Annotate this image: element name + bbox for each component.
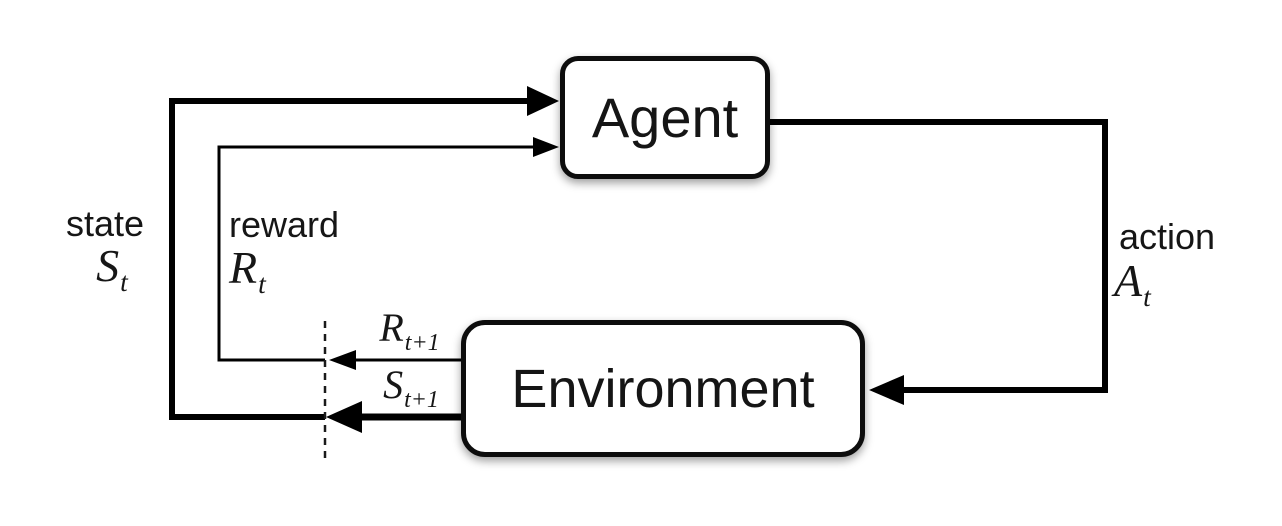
action-symbol: At xyxy=(1114,255,1151,311)
reward-symbol: Rt xyxy=(229,242,266,298)
action-line xyxy=(768,119,1108,393)
action-symbol-base: A xyxy=(1114,255,1143,306)
agent-node-label: Agent xyxy=(591,86,739,149)
next-reward-symbol-base: R xyxy=(379,305,404,350)
reward-loop-line xyxy=(217,145,536,362)
reward-symbol-base: R xyxy=(229,242,258,293)
environment-node: Environment xyxy=(461,320,865,457)
next-state-arrowhead-icon xyxy=(326,401,362,433)
action-label: action xyxy=(1119,216,1216,257)
state-symbol-base: S xyxy=(96,240,120,291)
next-reward-arrowhead-icon xyxy=(329,350,356,370)
agent-node: Agent xyxy=(560,56,770,179)
next-reward-symbol-subscript: t+1 xyxy=(404,330,440,356)
state-loop-line xyxy=(169,98,530,420)
state-label: state xyxy=(66,203,145,244)
action-arrowhead-icon xyxy=(869,375,904,405)
next-state-symbol-subscript: t+1 xyxy=(404,387,439,413)
next-state-symbol-base: S xyxy=(383,362,404,407)
reward-symbol-subscript: t xyxy=(258,268,266,300)
state-arrowhead-icon xyxy=(527,86,559,116)
environment-node-label: Environment xyxy=(511,358,815,419)
next-reward-symbol: Rt+1 xyxy=(352,305,467,356)
next-state-symbol: St+1 xyxy=(352,362,470,413)
action-symbol-subscript: t xyxy=(1143,281,1151,313)
state-symbol-subscript: t xyxy=(120,266,128,298)
state-symbol: St xyxy=(62,240,162,296)
reward-label: reward xyxy=(229,204,340,245)
reward-arrowhead-icon xyxy=(533,137,559,157)
